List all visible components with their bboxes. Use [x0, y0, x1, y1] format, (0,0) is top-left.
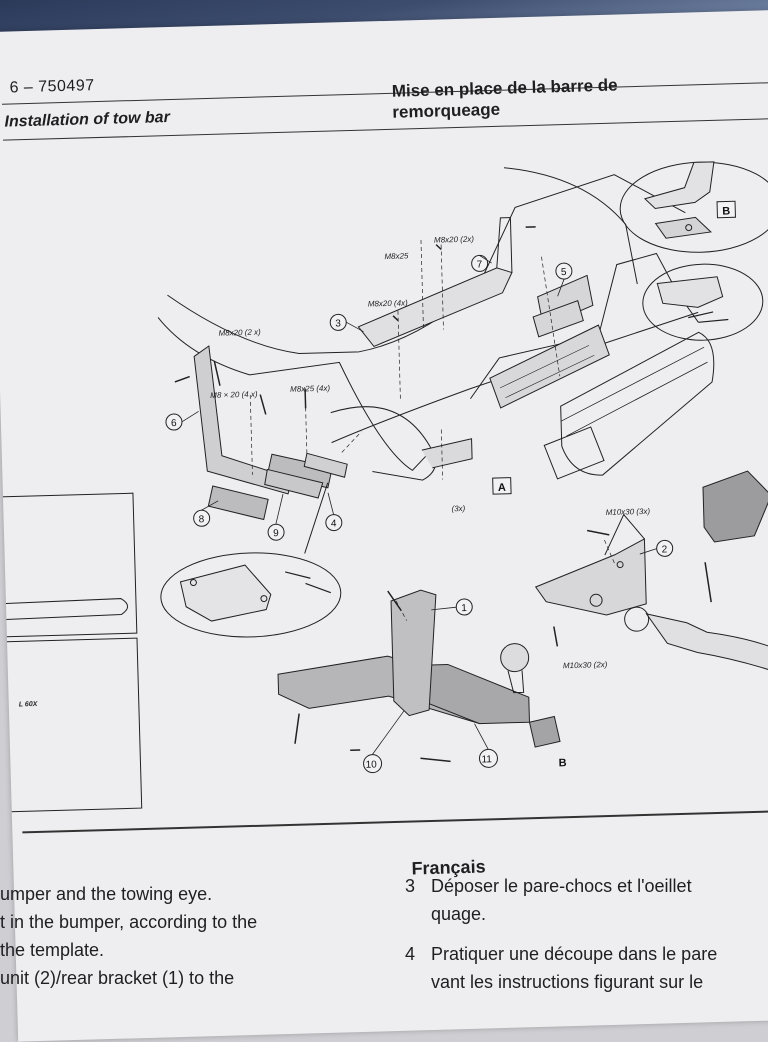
- french-instructions: 3 Déposer le pare-chocs et l'oeillet qua…: [405, 872, 768, 996]
- callout-3x: (3x): [451, 504, 465, 513]
- english-line-4: unit (2)/rear bracket (1) to the: [0, 968, 235, 988]
- svg-text:7: 7: [477, 259, 483, 270]
- french-step-4-cont: vant les instructions figurant sur le: [405, 968, 768, 996]
- exhaust-pipe: [645, 613, 768, 681]
- french-step-3-cont: quage.: [405, 900, 768, 928]
- title-english: Installation of tow bar: [4, 109, 171, 131]
- callout-m10x30-3x: M10x30 (3x): [606, 507, 651, 517]
- leaflet-panel-upper: [0, 492, 138, 638]
- english-line-2: t in the bumper, according to the: [0, 912, 258, 932]
- leaflet-text: L 60X: [19, 701, 39, 709]
- french-step-3: 3 Déposer le pare-chocs et l'oeillet: [405, 872, 768, 900]
- svg-text:A: A: [498, 482, 506, 494]
- tow-ball: [500, 643, 530, 673]
- exploded-diagram: M8x20 (2x) M8x25 M8x20 (4x) M8x20 (2 x) …: [0, 161, 768, 813]
- title-french: Mise en place de la barre de remorqueage: [392, 71, 753, 123]
- svg-text:6: 6: [171, 418, 177, 429]
- callout-m8x20-2x-top: M8x20 (2x): [434, 235, 475, 245]
- bumper-shell: [560, 331, 715, 476]
- callout-m10x30-2x: M10x30 (2x): [563, 660, 608, 670]
- label-b-bottom: B: [558, 757, 566, 769]
- svg-text:3: 3: [335, 318, 341, 329]
- part-number-9: [267, 523, 285, 541]
- part-number-4: [325, 514, 343, 532]
- rail-part-7: [357, 267, 513, 348]
- english-line-1: umper and the towing eye.: [0, 884, 213, 904]
- leaflet-template-strip: [0, 598, 129, 621]
- svg-text:10: 10: [365, 759, 377, 770]
- manual-page: 6 – 750497 Installation of tow bar Mise …: [0, 9, 768, 1042]
- box-b-label: B: [716, 200, 736, 219]
- page-number: 6 – 750497: [9, 77, 95, 97]
- callout-m8x20-4x-left: M8 × 20 (4 x): [210, 390, 258, 400]
- box-a-label: A: [492, 477, 512, 495]
- callout-m8x25-4x-left: M8x25 (4x): [290, 384, 331, 394]
- callout-m8x25-top: M8x25: [384, 251, 409, 261]
- svg-text:9: 9: [273, 528, 279, 539]
- step-3-line-1: Déposer le pare-chocs et l'oeillet: [431, 876, 692, 896]
- detail-ellipse-left: [160, 552, 342, 638]
- step-4-line-1: Pratiquer une découpe dans le pare: [431, 944, 718, 964]
- callout-m8x20-2x-left: M8x20 (2 x): [218, 328, 261, 338]
- step-3-line-2: quage.: [431, 904, 487, 924]
- svg-text:1: 1: [461, 603, 467, 614]
- detail-ellipse-right: [642, 263, 764, 341]
- svg-text:11: 11: [481, 754, 492, 765]
- svg-text:4: 4: [331, 519, 337, 530]
- step-4-number: 4: [405, 944, 416, 964]
- svg-text:8: 8: [199, 514, 205, 525]
- step-3-number: 3: [405, 876, 416, 896]
- english-line-3: the template.: [0, 940, 105, 960]
- hatched-bracket-right: [702, 470, 768, 543]
- rear-bracket-part-2: [534, 538, 647, 616]
- svg-text:B: B: [722, 205, 730, 217]
- leaflet-panel-lower: [0, 637, 143, 813]
- plate-part-8: [207, 485, 269, 521]
- svg-text:2: 2: [662, 544, 668, 555]
- svg-text:5: 5: [561, 267, 567, 278]
- english-instructions: umper and the towing eye. t in the bumpe…: [0, 880, 360, 992]
- french-step-4: 4 Pratiquer une découpe dans le pare: [405, 940, 768, 968]
- step-4-line-2: vant les instructions figurant sur le: [431, 972, 704, 992]
- bracket-part-1: [390, 589, 437, 717]
- callout-m8x20-4x-top: M8x20 (4x): [368, 298, 409, 308]
